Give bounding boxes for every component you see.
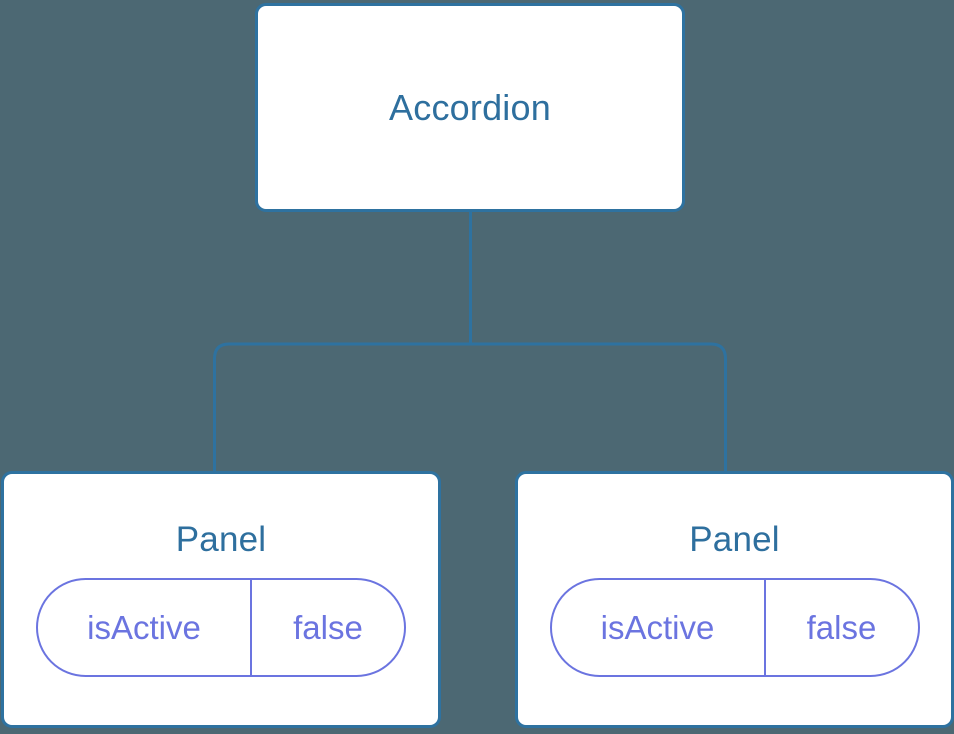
node-panel-1-title: Panel <box>689 520 780 559</box>
connector-to-panel-1 <box>470 342 727 478</box>
node-panel-0-title: Panel <box>175 520 267 559</box>
node-panel-0-state-badge[interactable]: isActive false <box>36 578 406 677</box>
connector-to-panel-0 <box>213 342 471 478</box>
node-panel-0[interactable]: Panel isActive false <box>1 471 441 728</box>
node-panel-1[interactable]: Panel isActive false <box>515 471 954 728</box>
node-panel-0-state-value: false <box>293 609 363 646</box>
node-panel-1-state-badge[interactable]: isActive false <box>549 578 920 677</box>
node-panel-1-state-key: isActive <box>552 580 766 675</box>
node-panel-0-state-key: isActive <box>38 580 252 675</box>
node-accordion[interactable]: Accordion <box>255 3 685 212</box>
node-panel-1-state-value: false <box>806 609 877 646</box>
node-accordion-title: Accordion <box>389 86 551 128</box>
